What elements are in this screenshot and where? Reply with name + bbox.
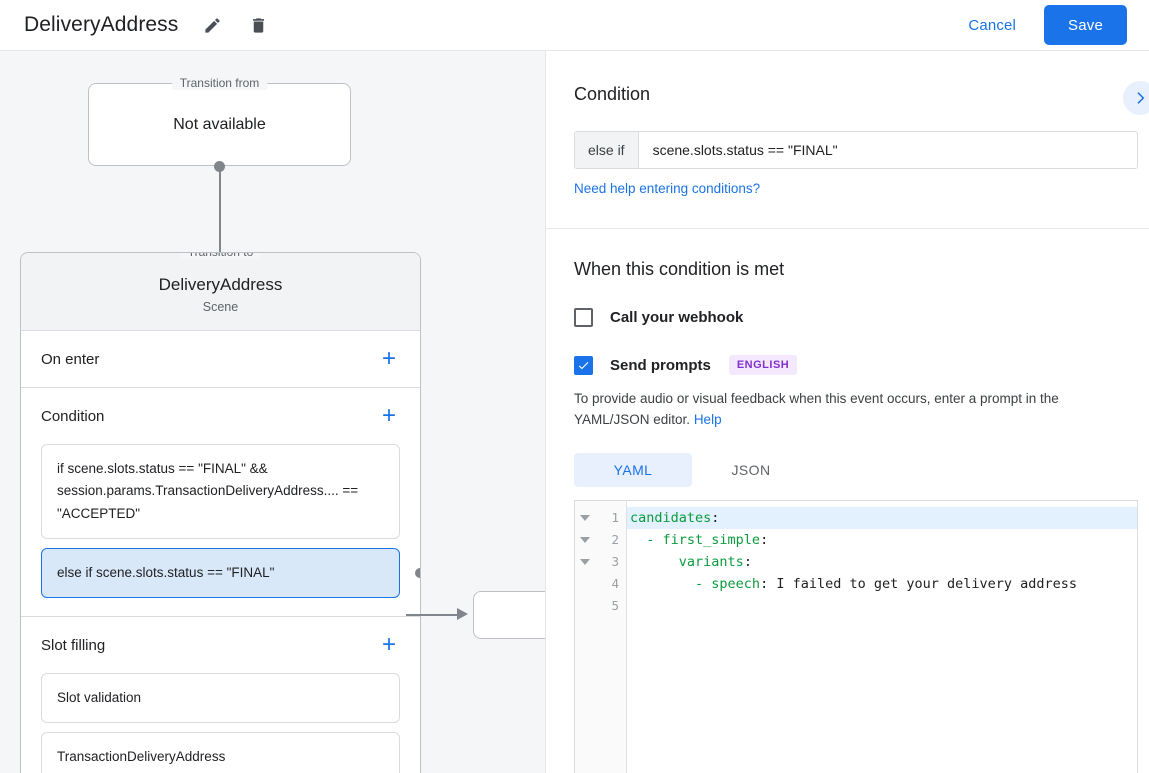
list-item: else if scene.slots.status == "FINAL" xyxy=(41,547,420,599)
editor-code-line[interactable]: - first_simple: xyxy=(627,529,1137,551)
transition-to-subtitle: Scene xyxy=(202,300,239,314)
editor-line-number: 1 xyxy=(575,507,626,529)
code-token: - xyxy=(630,531,663,548)
trash-icon[interactable] xyxy=(246,13,270,37)
call-webhook-label: Call your webhook xyxy=(610,309,744,326)
save-button[interactable]: Save xyxy=(1044,5,1127,45)
send-prompts-checkbox-row[interactable]: Send prompts ENGLISH xyxy=(574,355,1121,375)
when-met-title: When this condition is met xyxy=(574,259,785,279)
fold-triangle-icon[interactable] xyxy=(580,536,590,543)
editor-line-number: 5 xyxy=(611,598,619,614)
node-section-header: On enter + xyxy=(41,331,400,387)
code-token: : xyxy=(711,509,720,526)
prompt-hint-text: To provide audio or visual feedback when… xyxy=(574,389,1134,431)
tab-json[interactable]: JSON xyxy=(731,461,771,478)
editor-code-line[interactable]: - speech: I failed to get your delivery … xyxy=(627,573,1137,595)
editor-code-line[interactable] xyxy=(627,595,1137,617)
page-title: DeliveryAddress xyxy=(24,13,179,36)
details-panel: Condition else if Need help entering con… xyxy=(545,51,1149,773)
expand-panel-button[interactable] xyxy=(1123,81,1149,115)
condition-expression-input[interactable] xyxy=(638,132,1137,168)
node-section-label: On enter xyxy=(41,350,100,368)
transition-from-legend: Transition from xyxy=(171,76,268,90)
code-token: - xyxy=(630,575,712,592)
transition-to-node[interactable]: Transition to DeliveryAddress Scene On e… xyxy=(20,252,421,773)
code-token: : I failed to get your delivery address xyxy=(760,575,1078,592)
node-section-header: Condition + xyxy=(41,388,400,444)
condition-item-selected[interactable]: else if scene.slots.status == "FINAL" xyxy=(41,547,400,599)
fold-triangle-icon[interactable] xyxy=(580,514,590,521)
transition-from-node[interactable]: Transition from Not available xyxy=(88,76,351,166)
add-item-icon[interactable]: + xyxy=(381,345,396,372)
list-item: if scene.slots.status == "FINAL" && sess… xyxy=(41,444,400,539)
flow-canvas[interactable]: Transition from Not available Transition… xyxy=(0,51,545,773)
node-sections: On enter + Condition + if scene.slots.status… xyxy=(21,331,420,773)
edge-connector xyxy=(219,166,221,259)
tab-yaml[interactable]: YAML xyxy=(574,452,692,487)
transition-to-legend: Transition to xyxy=(179,252,262,259)
add-item-icon[interactable]: + xyxy=(381,631,396,659)
editor-line-number: 2 xyxy=(575,529,626,551)
send-prompts-label: Send prompts xyxy=(610,356,711,374)
node-section-on-enter: On enter + xyxy=(21,331,420,388)
editor-format-tabs: YAML JSON xyxy=(574,452,1121,487)
list-item: TransactionDeliveryAddress xyxy=(41,732,400,773)
condition-item[interactable]: if scene.slots.status == "FINAL" && sess… xyxy=(41,444,400,539)
condition-prefix-label: else if xyxy=(575,132,639,168)
cancel-button[interactable]: Cancel xyxy=(958,9,1026,42)
prompt-help-link[interactable]: Help xyxy=(693,411,722,427)
editor-code-line[interactable]: variants: xyxy=(627,551,1137,573)
editor-code-line[interactable]: candidates: xyxy=(627,506,1137,529)
code-token xyxy=(630,554,679,570)
next-node[interactable] xyxy=(473,591,545,639)
item-output-dot xyxy=(415,567,420,578)
code-token: candidates xyxy=(630,509,712,526)
node-section-label: Condition xyxy=(41,407,105,425)
node-section-body: if scene.slots.status == "FINAL" && sess… xyxy=(41,444,420,616)
send-prompts-checkbox[interactable] xyxy=(574,355,593,375)
when-condition-met-section: When this condition is met Call your web… xyxy=(546,229,1149,773)
call-webhook-checkbox[interactable] xyxy=(574,308,593,327)
editor-line-number: 3 xyxy=(575,551,626,573)
fold-triangle-icon[interactable] xyxy=(580,558,590,565)
transition-to-title: DeliveryAddress xyxy=(158,275,283,294)
transition-to-header: DeliveryAddress Scene xyxy=(21,253,420,331)
code-token: speech xyxy=(711,575,761,592)
node-section-condition: Condition + if scene.slots.status == "FINA… xyxy=(21,388,420,618)
condition-section: Condition else if Need help entering con… xyxy=(546,51,1149,229)
condition-item[interactable]: Slot validation xyxy=(41,673,400,724)
code-token: : xyxy=(743,553,752,570)
chevron-right-icon xyxy=(1137,92,1145,104)
condition-section-title: Condition xyxy=(574,84,651,104)
prompt-hint-body: To provide audio or visual feedback when… xyxy=(574,391,1059,427)
outgoing-edge xyxy=(406,614,460,616)
condition-input-group[interactable]: else if xyxy=(574,131,1138,169)
pencil-icon[interactable] xyxy=(200,13,224,37)
list-item: Slot validation xyxy=(41,673,400,724)
condition-help-link[interactable]: Need help entering conditions? xyxy=(574,181,761,196)
webhook-checkbox-row[interactable]: Call your webhook xyxy=(574,308,1121,327)
code-token: first_simple xyxy=(662,531,761,548)
add-item-icon[interactable]: + xyxy=(381,402,396,429)
editor-code-area[interactable]: candidates: - first_simple: variants: - … xyxy=(627,501,1137,773)
transition-from-value: Not available xyxy=(173,115,266,133)
code-token: variants xyxy=(678,553,744,570)
outgoing-edge-arrowhead-icon xyxy=(457,608,468,620)
node-section-header: Slot filling + xyxy=(41,617,400,673)
app-header: DeliveryAddress Cancel Save xyxy=(0,0,1149,51)
code-token: : xyxy=(760,531,769,548)
condition-item[interactable]: TransactionDeliveryAddress xyxy=(41,732,400,773)
language-badge: ENGLISH xyxy=(728,355,798,375)
node-section-label: Slot filling xyxy=(41,636,106,654)
editor-line-number: 4 xyxy=(611,576,619,592)
